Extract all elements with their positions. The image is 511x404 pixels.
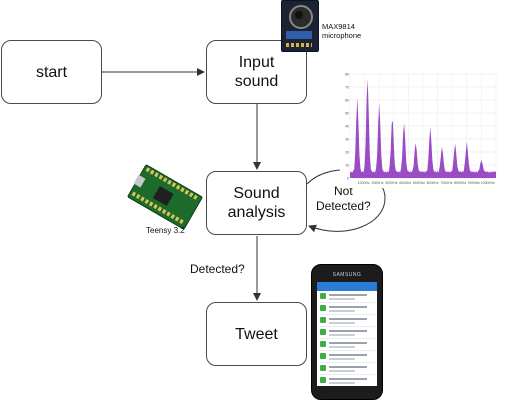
- tweet-avatar-icon: [320, 293, 326, 299]
- spectrum-y-tick: 20: [345, 151, 349, 155]
- spectrum-x-tick: 1000Hz: [358, 181, 370, 185]
- microphone-module-image: [281, 0, 319, 52]
- node-sound-analysis: Sound analysis: [206, 171, 307, 235]
- phone-tweet-row: [319, 292, 375, 303]
- phone-tweet-row: [319, 304, 375, 315]
- phone-tweet-row: [319, 340, 375, 351]
- spectrum-y-tick: 60: [345, 99, 349, 103]
- spectrum-y-tick: 10: [345, 164, 349, 168]
- spectrum-x-tick: 4000Hz: [399, 181, 411, 185]
- phone-tweet-row: [319, 376, 375, 386]
- spectrum-y-tick: 30: [345, 138, 349, 142]
- spectrum-x-tick: 3000Hz: [385, 181, 397, 185]
- edge-label-not-detected: Not Detected?: [316, 184, 371, 213]
- spectrum-x-tick: 5000Hz: [413, 181, 425, 185]
- spectrum-y-tick: 40: [345, 125, 349, 129]
- spectrum-x-tick: 7000Hz: [440, 181, 452, 185]
- loop-not-detected: [306, 169, 386, 233]
- tweet-avatar-icon: [320, 305, 326, 311]
- phone-image: SAMSUNG: [311, 264, 383, 400]
- node-sound-analysis-label: Sound analysis: [227, 185, 286, 221]
- phone-screen: [317, 282, 377, 386]
- spectrum-x-tick: 10000Hz: [481, 181, 495, 185]
- spectrum-bars: [350, 79, 496, 178]
- spectrum-y-tick: 50: [345, 112, 349, 116]
- phone-tweet-row: [319, 352, 375, 363]
- tweet-avatar-icon: [320, 329, 326, 335]
- tweet-avatar-icon: [320, 341, 326, 347]
- phone-tweet-row: [319, 364, 375, 375]
- spectrum-y-tick: 70: [345, 86, 349, 90]
- spectrum-y-ticks: 80 70 60 50 40 30 20 10 0: [345, 73, 349, 181]
- spectrum-y-tick: 0: [347, 177, 349, 181]
- phone-brand: SAMSUNG: [332, 272, 362, 278]
- node-tweet: Tweet: [206, 302, 307, 366]
- node-input-sound-label: Input sound: [234, 54, 279, 90]
- edge-label-detected: Detected?: [190, 262, 245, 276]
- tweet-avatar-icon: [320, 365, 326, 371]
- node-start-label: start: [35, 63, 68, 81]
- tweet-avatar-icon: [320, 353, 326, 359]
- microphone-label: MAX9814 microphone: [322, 22, 362, 40]
- phone-tweet-row: [319, 316, 375, 327]
- node-tweet-label: Tweet: [235, 325, 278, 343]
- spectrum-y-tick: 80: [345, 73, 349, 77]
- phone-tweet-row: [319, 328, 375, 339]
- teensy-label: Teensy 3.2: [146, 226, 185, 235]
- tweet-avatar-icon: [320, 377, 326, 383]
- tweet-avatar-icon: [320, 317, 326, 323]
- spectrum-x-tick: 9000Hz: [468, 181, 480, 185]
- node-start: start: [1, 40, 102, 104]
- spectrum-x-tick: 8000Hz: [454, 181, 466, 185]
- spectrum-area: [350, 79, 496, 178]
- spectrum-x-tick: 6000Hz: [427, 181, 439, 185]
- spectrum-x-tick: 2000Hz: [372, 181, 384, 185]
